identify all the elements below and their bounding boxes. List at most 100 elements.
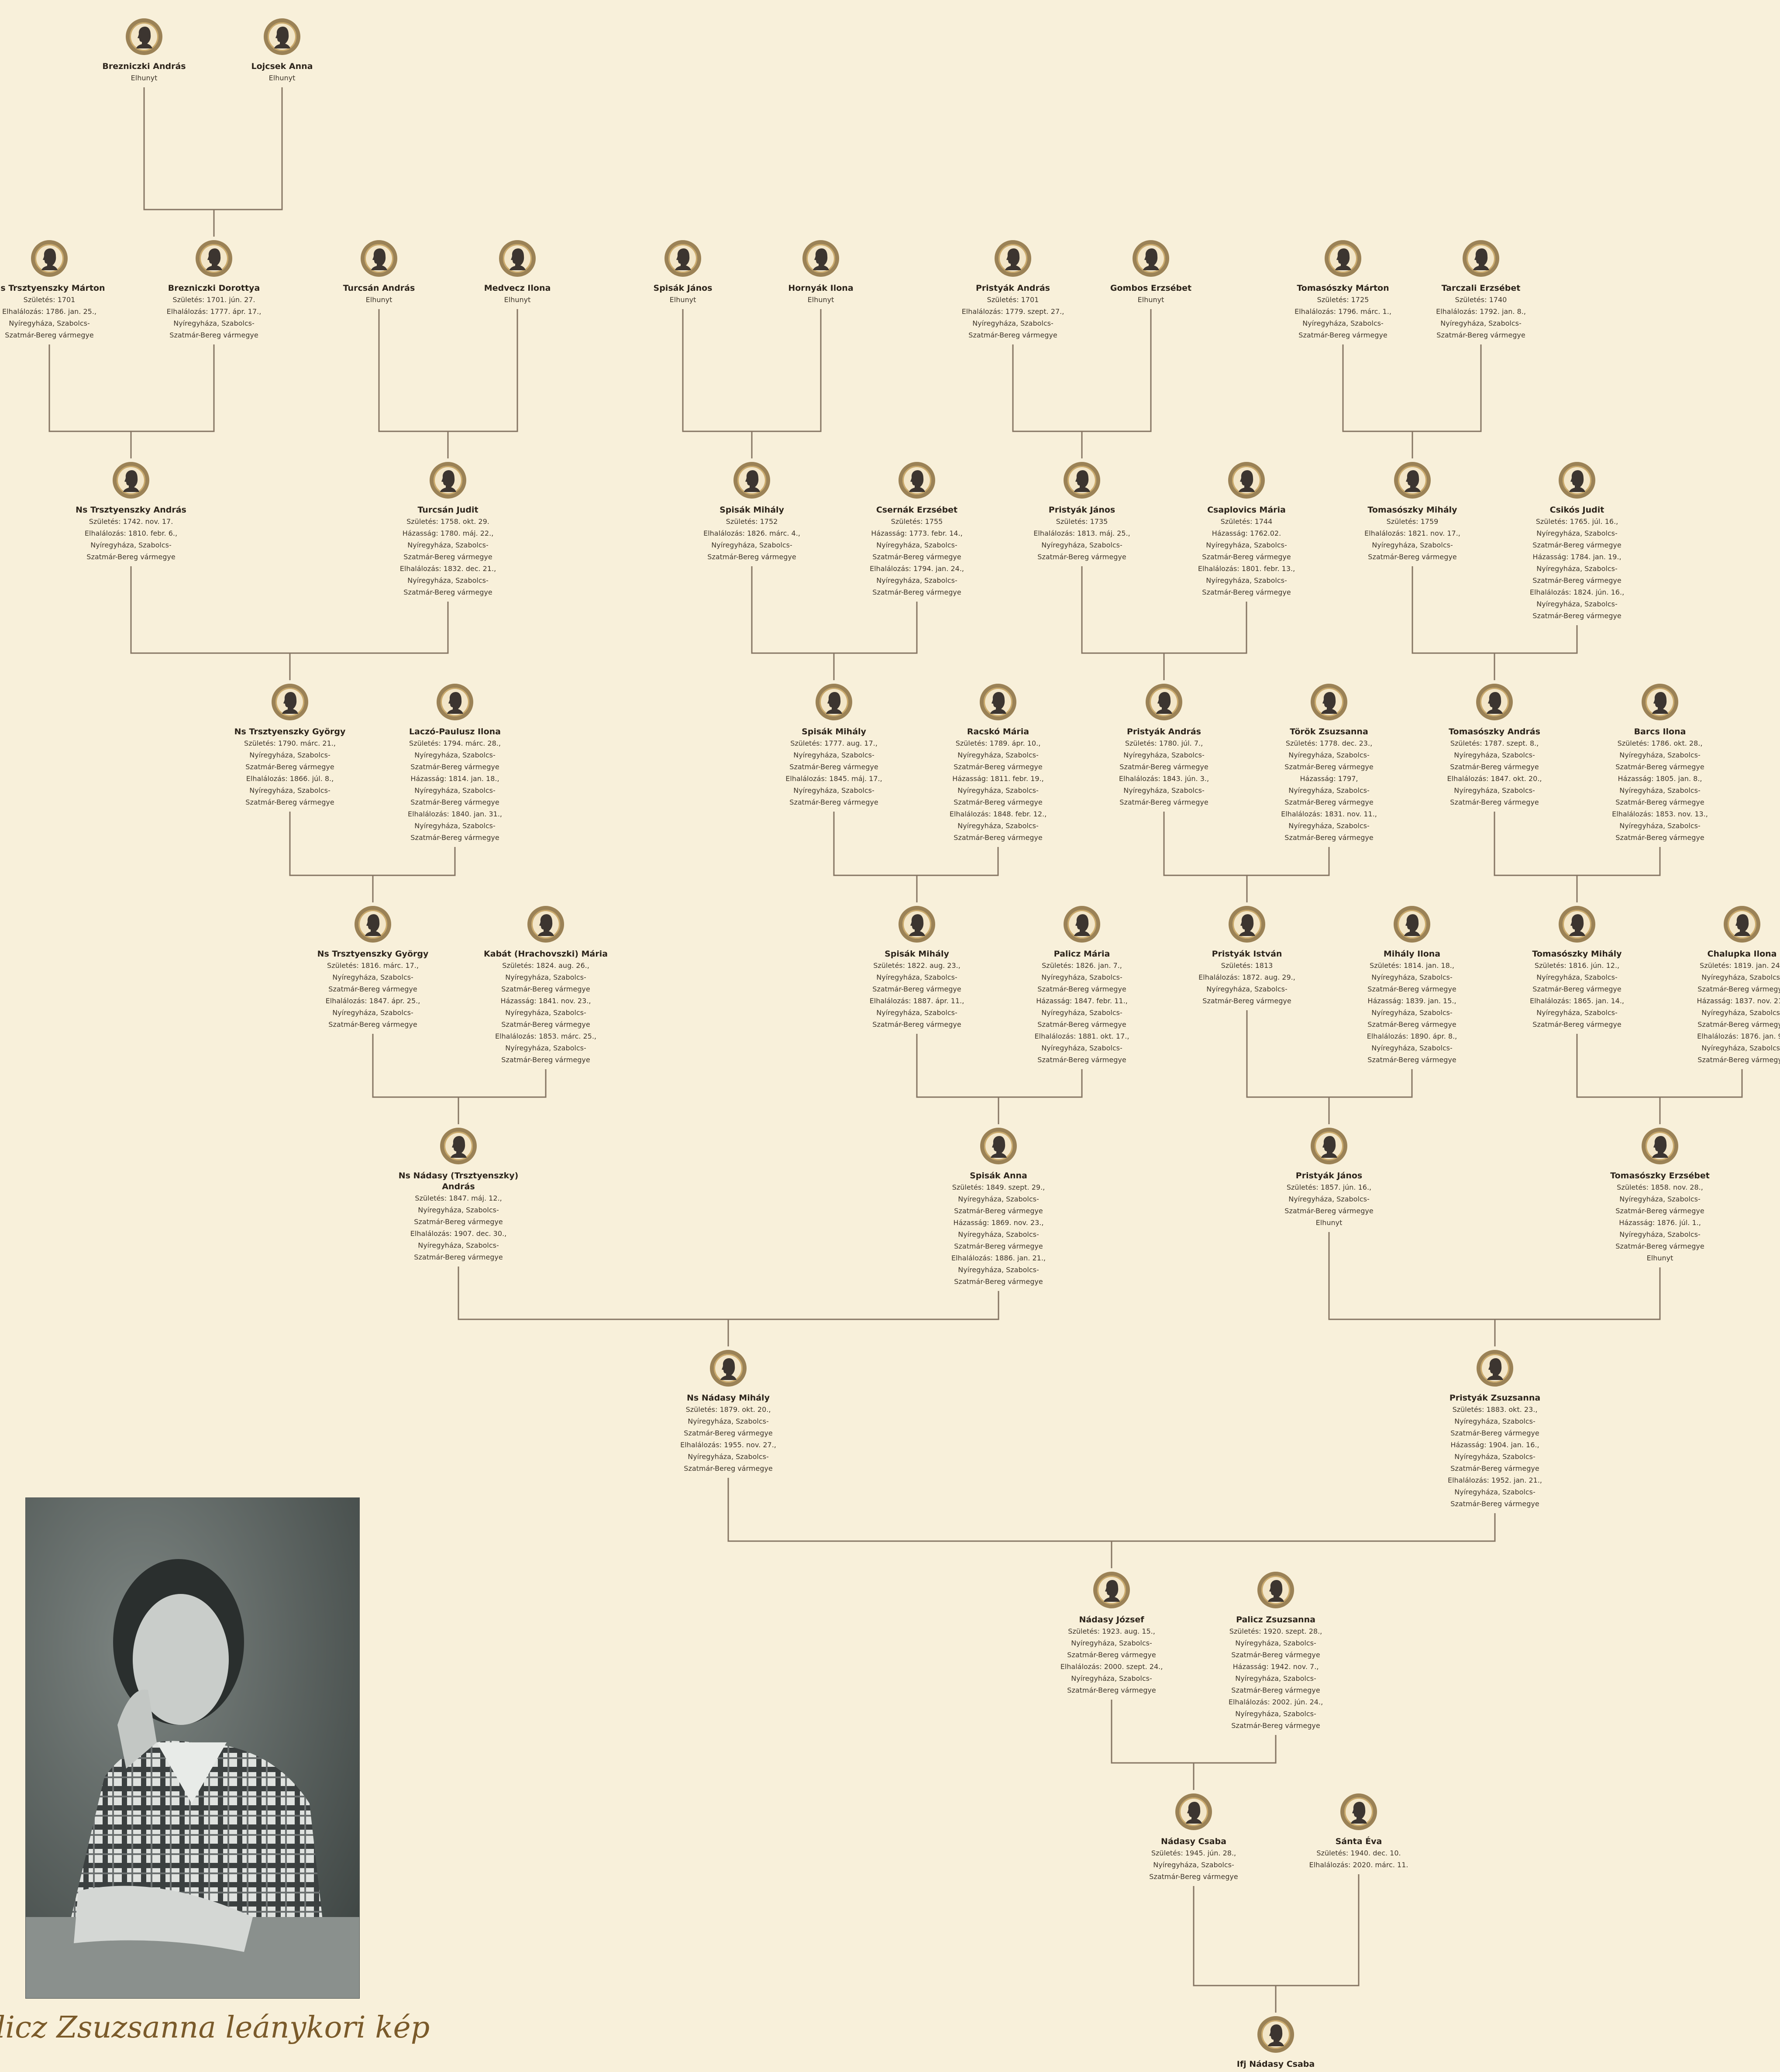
person-name: Lojcsek Anna <box>251 62 313 71</box>
relationship-connector <box>48 344 215 458</box>
person-details: Születés: 1813 Elhalálozás: 1872. aug. 2… <box>1198 961 1295 1005</box>
person-details: Elhunyt <box>131 74 158 82</box>
person-name: Csaplovics Mária <box>1207 505 1286 515</box>
person-silhouette-icon <box>113 462 149 499</box>
person-details: Születés: 1777. aug. 17., Nyíregyháza, S… <box>785 739 882 806</box>
person-details: Születés: 1789. ápr. 10., Nyíregyháza, S… <box>949 739 1047 842</box>
relationship-connector <box>1163 812 1330 902</box>
person-silhouette-icon <box>980 1128 1017 1164</box>
person-name: Nádasy József <box>1079 1615 1144 1625</box>
person-silhouette-icon <box>1394 462 1431 499</box>
person-details: Születés: 1858. nov. 28., Nyíregyháza, S… <box>1615 1183 1704 1262</box>
person-name: Pristyák János <box>1295 1171 1363 1181</box>
person-silhouette-icon <box>1133 240 1169 277</box>
person-details: Születés: 1816. jún. 12., Nyíregyháza, S… <box>1530 961 1624 1029</box>
person-details: Születés: 1778. dec. 23., Nyíregyháza, S… <box>1281 739 1377 842</box>
person-name: Brezniczki Dorottya <box>168 283 260 293</box>
person-details: Születés: 1819. jan. 24., Nyíregyháza, S… <box>1697 961 1780 1064</box>
relationship-connector <box>289 812 456 902</box>
person-name: Ns Trsztyenszky Márton <box>0 283 105 293</box>
person-details: Születés: 1744 Házasság: 1762.02. Nyíreg… <box>1198 517 1295 596</box>
person-name: Ns Nádasy Mihály <box>687 1393 770 1403</box>
person-name: Racskó Mária <box>967 727 1029 737</box>
person-name: Török Zsuzsanna <box>1290 727 1368 737</box>
person-details: Születés: 1765. júl. 16., Nyíregyháza, S… <box>1529 517 1625 620</box>
person-card[interactable]: Ifj Nádasy Csaba <box>1212 2016 1339 2070</box>
person-silhouette-icon <box>1311 684 1347 720</box>
person-details: Születés: 1790. márc. 21., Nyíregyháza, … <box>244 739 336 806</box>
person-details: Elhunyt <box>1137 296 1164 304</box>
person-details: Születés: 1814. jan. 18., Nyíregyháza, S… <box>1367 961 1457 1064</box>
person-silhouette-icon <box>1642 684 1678 720</box>
person-name: Kabát (Hrachovszki) Mária <box>484 949 608 959</box>
person-silhouette-icon <box>1257 1572 1294 1608</box>
person-name: Ns Trsztyenszky András <box>76 505 186 515</box>
person-details: Születés: 1725 Elhalálozás: 1796. márc. … <box>1295 296 1391 339</box>
person-silhouette-icon <box>1477 1350 1513 1387</box>
person-name: Tomasószky Mihály <box>1532 949 1622 959</box>
person-name: Spisák Anna <box>970 1171 1027 1181</box>
person-silhouette-icon <box>361 240 397 277</box>
relationship-connector <box>130 566 449 680</box>
person-details: Születés: 1786. okt. 28., Nyíregyháza, S… <box>1612 739 1708 842</box>
person-details: Születés: 1701. jún. 27. Elhalálozás: 17… <box>166 296 262 339</box>
relationship-connector <box>378 309 518 458</box>
person-silhouette-icon <box>437 684 473 720</box>
person-silhouette-icon <box>355 906 391 943</box>
relationship-connector <box>1412 566 1578 680</box>
person-silhouette-icon <box>272 684 308 720</box>
person-silhouette-icon <box>1559 462 1595 499</box>
relationship-connector <box>1494 812 1661 902</box>
person-details: Elhunyt <box>669 296 696 304</box>
relationship-connector <box>1246 1010 1413 1124</box>
person-silhouette-icon <box>1476 684 1513 720</box>
